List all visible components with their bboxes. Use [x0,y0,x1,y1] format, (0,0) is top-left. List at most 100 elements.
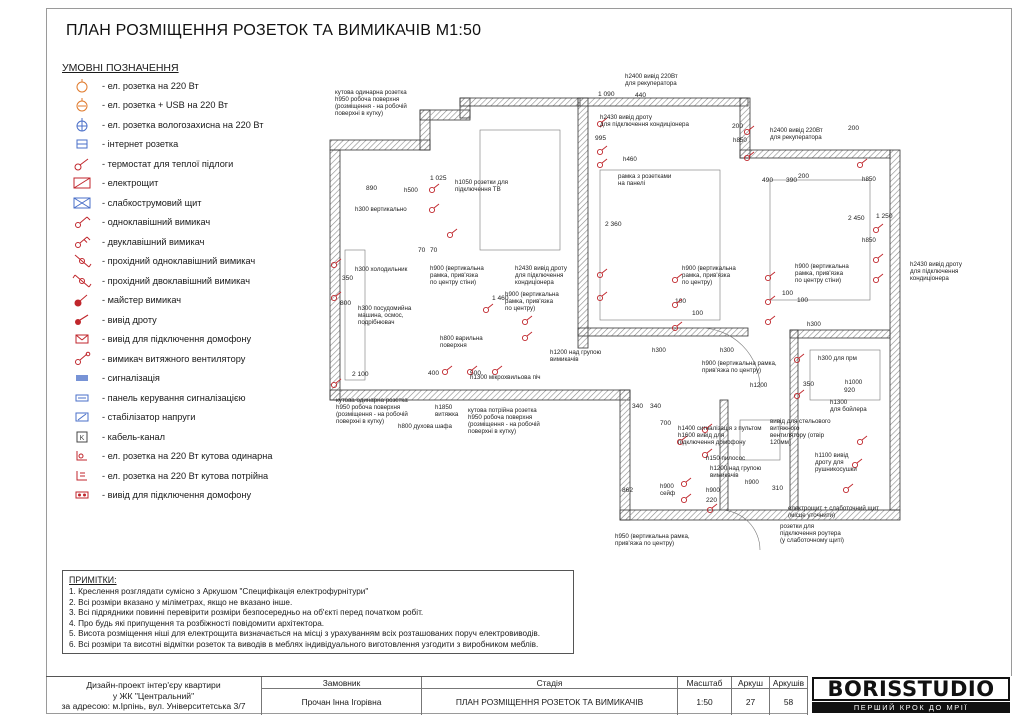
plan-switch-icon [872,223,884,234]
project-info: Дизайн-проект інтер'єру квартири у ЖК "Ц… [46,677,262,715]
legend-label: - ел. розетка на 220 Вт кутова одинарна [102,451,273,462]
plan-switch-icon [856,158,868,169]
plan-annotation: h950 робоча поверхня [336,404,400,411]
notes-box: ПРИМІТКИ: 1. Креслення розглядати сумісн… [62,570,574,654]
dimension-label: 100 [797,297,808,304]
plan-annotation: h900 (вертикальна [682,265,736,272]
stage-header: Стадія [422,677,677,689]
kitchen-counter [344,249,366,381]
plan-annotation: підключення ТВ [455,186,501,193]
pass-single-switch-icon [62,253,102,269]
dimension-label: 70 [430,247,438,254]
note-item: 1. Креслення розглядати сумісно з Аркушо… [69,587,369,596]
plan-annotation: h1200 над групою [710,465,762,472]
dimension-label: 220 [706,497,717,504]
wc-fixture [739,419,781,461]
plan-annotation: h900 (вертикальна рамка, [702,360,777,367]
plan-annotation: (місце уточнити) [788,512,835,519]
legend-item: - одноклавішний вимикач [62,213,332,233]
plan-annotation: h300 посудомийна [358,305,412,312]
plan-annotation: h2430 вивід дроту [515,265,568,272]
plan-annotation: прив'язка по центру) [702,367,761,374]
wall-east [889,149,901,511]
stage-cell: Стадія ПЛАН РОЗМІЩЕННЯ РОЗЕТОК ТА ВИМИКА… [422,677,678,715]
wall-north-right [739,149,891,159]
legend-label: - вивід для підключення домофону [102,490,252,501]
legend-item: - майстер вимикач [62,291,332,311]
plan-annotation: рамка, прив'язка [682,272,731,279]
plan-annotation: вивід для стельового [770,418,831,425]
dimension-label: 920 [844,387,855,394]
plan-switch-icon [596,158,608,169]
dimension-label: 340 [632,403,643,410]
dimension-label: 390 [786,177,797,184]
legend-label: - прохідний двоклавішний вимикач [102,275,250,286]
legend-item: - вивід для підключення домофону [62,486,332,506]
plan-switch-icon [701,448,713,459]
legend-label: - вимикач витяжного вентилятору [102,353,246,364]
plan-switch-icon [793,389,805,400]
single-switch-icon [62,214,102,230]
legend-item: - ел. розетка + USB на 220 Вт [62,96,332,116]
legend-title: УМОВНІ ПОЗНАЧЕННЯ [62,62,179,74]
intercom-outlet-icon [62,331,102,347]
legend-label: - електрощит [102,178,159,189]
legend-label: - інтернет розетка [102,139,179,150]
legend-item: - сигналізація [62,369,332,389]
stabilizer-icon [62,409,102,425]
plan-annotation: (розміщення - на робочій [335,103,407,110]
brand-name: BORISSTUDIO [812,677,1010,701]
scale-cell: Масштаб 1:50 [678,677,732,715]
wall-bedroom-south [577,327,749,337]
low-voltage-panel-icon [62,195,102,211]
legend-label: - одноклавішний вимикач [102,217,211,228]
fan-switch-icon [62,351,102,367]
plan-annotation: дроту для [815,459,844,466]
plan-annotation: h1600 вивід для [678,432,724,439]
plan-switch-icon [856,435,868,446]
cable-channel-icon: K [62,429,102,445]
wall-living-east [577,97,589,349]
intercom-connect-icon [62,487,102,503]
plan-switch-icon [743,125,755,136]
dimension-label: 310 [772,485,783,492]
plan-annotation: h300 холодильник [355,266,408,273]
plan-annotation: вентилятору (отвір [770,432,825,439]
plan-annotation: h950 робоча поверхня [468,414,532,421]
plan-annotation: h300 для прм [818,355,857,362]
brand-tagline: ПЕРШИЙ КРОК ДО МРІЇ [812,702,1010,713]
plan-annotation: на панелі [618,180,645,187]
plan-switch-icon [482,303,494,314]
door-swing-entry [719,509,761,551]
dimension-label: 1 460 [492,295,509,302]
plan-switch-icon [428,183,440,194]
legend-item: - панель керування сигналізацією [62,388,332,408]
legend-item: - прохідний двоклавішний вимикач [62,271,332,291]
plan-annotation: 120мм) [770,439,791,446]
plan-switch-icon [764,271,776,282]
walls [329,97,901,521]
socket-usb-icon [62,97,102,113]
plan-annotation: кутова одинарна розетка [336,397,408,404]
plan-switch-icon [596,145,608,156]
plan-annotation: електрощит + слаботочний щит [788,505,879,512]
plan-switch-icon [330,291,342,302]
sheets-cell: Аркушів 58 [770,677,808,715]
note-item: 6. Всі розміри та висотні відмітки розет… [69,639,539,649]
dimension-label: 490 [762,177,773,184]
dimension-label: 200 [848,125,859,132]
plan-switch-icon [701,423,713,434]
plan-annotation: h900 (вертикальна [795,263,849,270]
plan-annotation: кондиціонера [910,275,949,282]
legend-label: - майстер вимикач [102,295,182,306]
dimension-label: 1 025 [430,175,447,182]
plan-annotation: h850 [862,237,876,244]
legend-label: - прохідний одноклавішний вимикач [102,256,256,267]
legend-label: - ел. розетка на 220 Вт кутова потрійна [102,470,269,481]
plan-switch-icon [743,151,755,162]
legend-item: - електрощит [62,174,332,194]
plan-switch-icon [872,253,884,264]
plan-annotation: (розміщення - на робочій [468,421,540,428]
